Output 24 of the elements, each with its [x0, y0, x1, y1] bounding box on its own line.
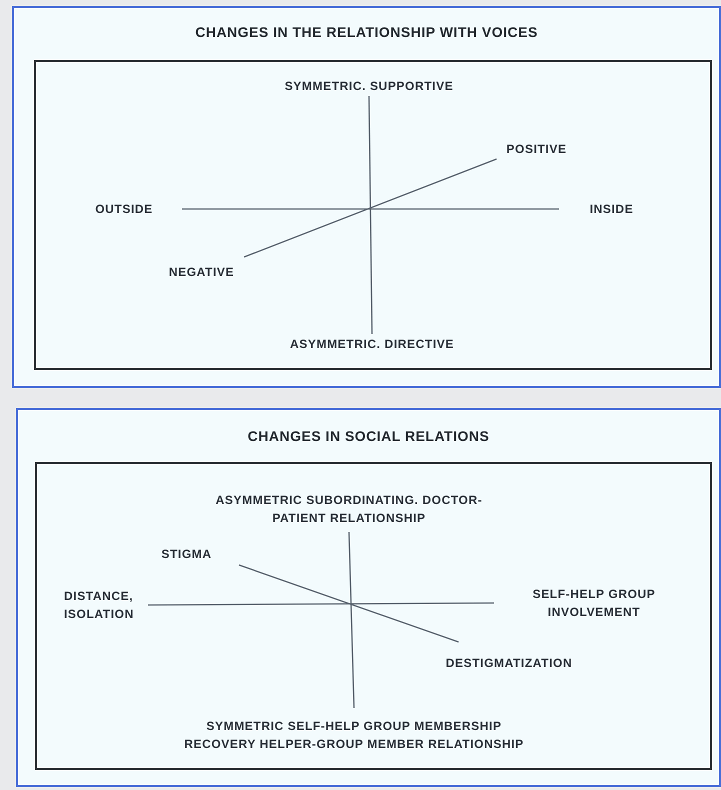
axis-pole-label: NEGATIVE: [144, 257, 259, 286]
chart-frame: [35, 462, 712, 770]
axis-pole-label: ASYMMETRIC SUBORDINATING. DOCTOR-PATIENT RELATIONSHIP: [199, 486, 499, 532]
axis-pole-label: SELF-HELP GROUP INVOLVEMENT: [494, 584, 694, 622]
axis-pole-label: SYMMETRIC. SUPPORTIVE: [254, 76, 484, 96]
panel: [16, 408, 721, 787]
chart-frame: [34, 60, 712, 370]
axis-pole-label: DISTANCE, ISOLATION: [64, 586, 148, 624]
axis-pole-label: ASYMMETRIC. DIRECTIVE: [257, 334, 487, 354]
axis-line: [182, 208, 559, 210]
axis-line: [148, 602, 494, 606]
axis-pole-label: DESTIGMATIZATION: [404, 642, 614, 684]
axis-line: [244, 158, 497, 258]
axis-pole-label: OUTSIDE: [66, 199, 182, 219]
axis-line: [368, 96, 373, 334]
axis-line: [348, 532, 355, 708]
panel-title: CHANGES IN THE RELATIONSHIP WITH VOICES: [194, 24, 539, 40]
panel-title: CHANGES IN SOCIAL RELATIONS: [246, 428, 490, 444]
axis-pole-label: SYMMETRIC SELF-HELP GROUP MEMBERSHIP RECOVERY HELPER-GROUP MEMBER RELATIONSHIP: [176, 708, 532, 762]
panel: [12, 6, 721, 388]
axis-pole-label: POSITIVE: [484, 138, 589, 159]
axis-pole-label: INSIDE: [559, 199, 664, 219]
axis-pole-label: STIGMA: [134, 542, 239, 565]
axis-line: [238, 564, 459, 643]
